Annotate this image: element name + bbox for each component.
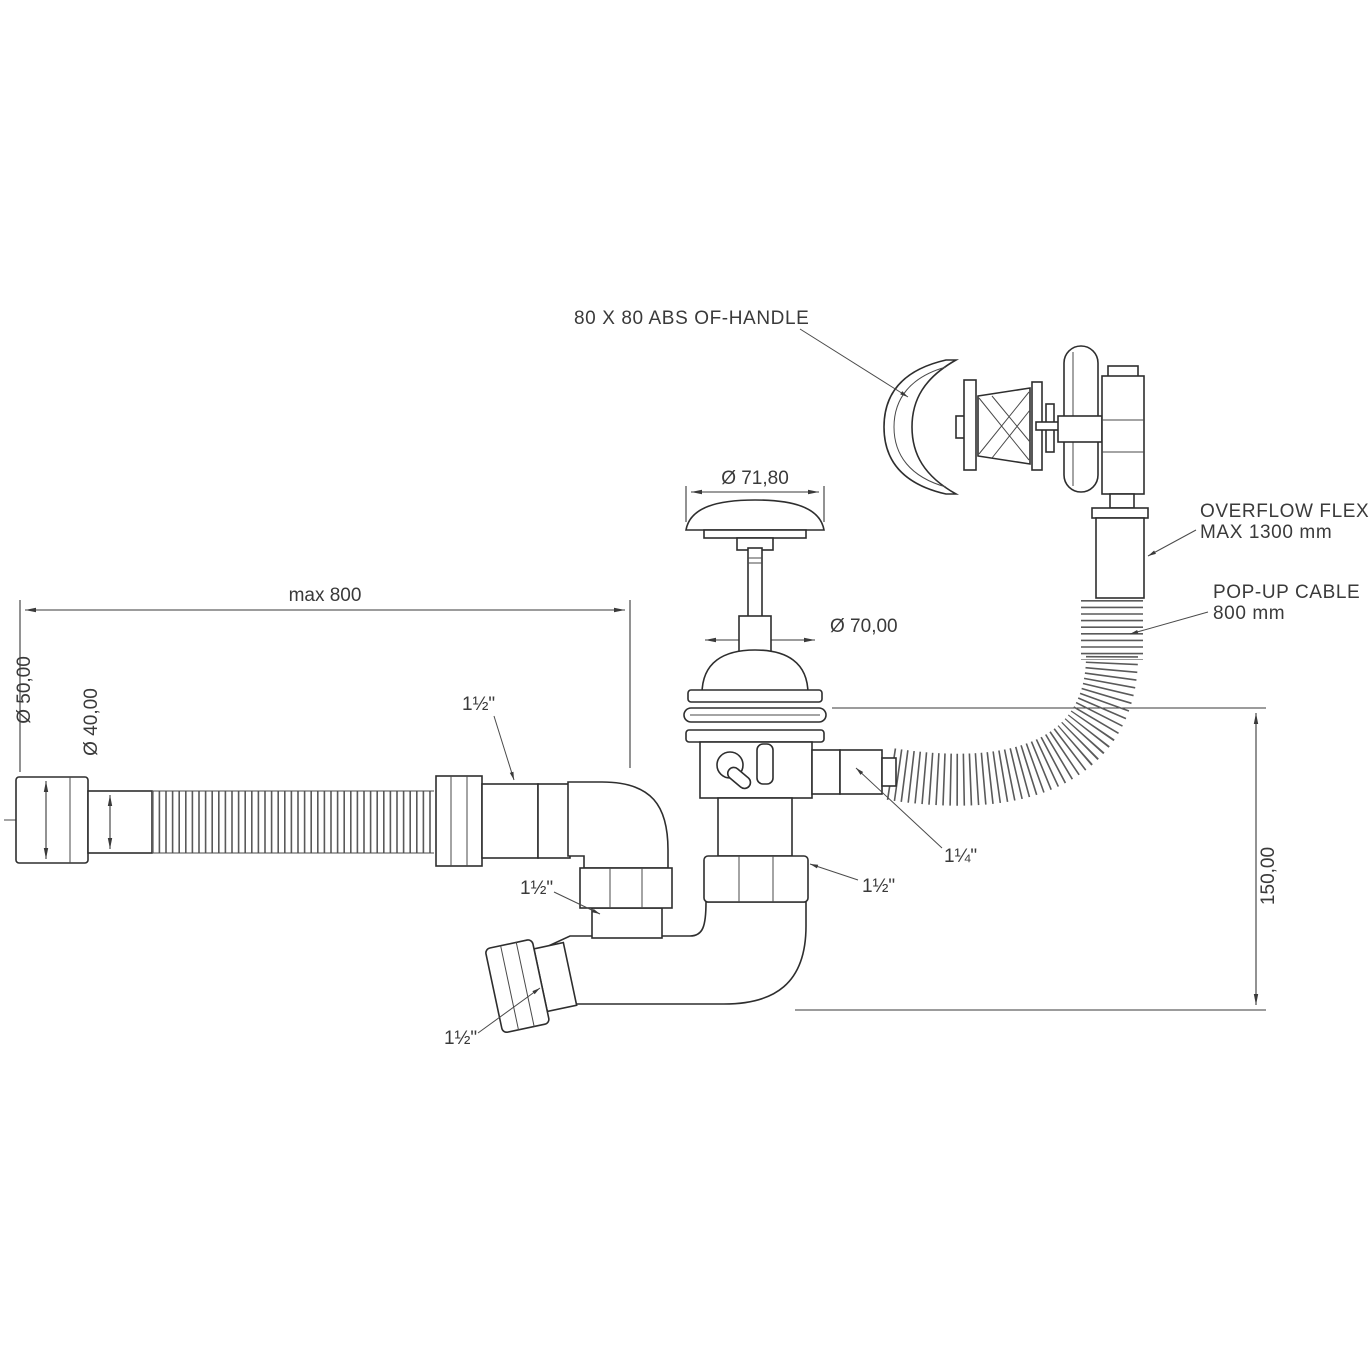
overflow-stub <box>881 757 897 787</box>
thread-labels: 1½" 1½" 1½" 1½" 1¼" <box>444 694 977 1049</box>
popup-cable-leader <box>1129 611 1209 635</box>
overflow-flex-leader <box>1147 529 1197 557</box>
dim-flange-diameter: Ø 70,00 <box>830 616 898 637</box>
outlet-nut <box>485 939 550 1034</box>
overflow-body <box>1101 375 1145 495</box>
dimension-d50: Ø 50,00 <box>14 656 49 859</box>
dim-d40: Ø 40,00 <box>81 688 102 756</box>
popup-cable-callout-line1: POP-UP CABLE <box>1213 582 1360 603</box>
dimension-max-length: max 800 <box>19 585 631 772</box>
popup-plug: Ø 71,80 Ø 70,00 <box>685 468 898 661</box>
bottom-tee-elbow <box>485 867 807 1034</box>
left-outlet <box>485 939 578 1034</box>
callouts: 80 X 80 ABS OF-HANDLE OVERFLOW FLEX: MAX… <box>574 308 1370 635</box>
threaded-adapter <box>481 783 539 859</box>
handle-callout: 80 X 80 ABS OF-HANDLE <box>574 308 809 329</box>
pipe-end-connector <box>15 776 89 864</box>
rosette-hub <box>1057 415 1103 443</box>
dim-max-length: max 800 <box>289 585 362 606</box>
flange-base <box>687 689 823 703</box>
union-nut <box>435 775 483 867</box>
inlet-elbow <box>567 781 669 869</box>
flange-dome <box>701 649 809 695</box>
cap-lip <box>703 529 807 539</box>
handle-leader <box>799 328 909 398</box>
thread-label-side-outlet: 1¼" <box>944 846 977 867</box>
body-top-flange <box>685 729 825 743</box>
dimension-height-150: 150,00 <box>795 707 1279 1011</box>
spring-plate <box>963 379 977 471</box>
overflow-connector <box>1095 517 1145 599</box>
flexible-waste-pipe <box>4 775 669 869</box>
abs-handle-shell <box>883 359 960 495</box>
dim-cap-diameter: Ø 71,80 <box>721 468 789 489</box>
body-bottom-thread <box>717 797 793 857</box>
pipe-neck <box>537 783 571 859</box>
popup-cable-callout-line2: 800 mm <box>1213 603 1285 624</box>
body-shell <box>699 741 813 799</box>
overflow-neck <box>1109 493 1135 509</box>
overflow-flex-callout-line2: MAX 1300 mm <box>1200 522 1332 543</box>
keyhole-tail <box>726 766 752 790</box>
overflow-flex-tube <box>886 600 1143 806</box>
overflow-flex-callout-line1: OVERFLOW FLEX: <box>1200 501 1370 522</box>
dimension-d40: Ø 40,00 <box>81 688 113 849</box>
tee-body <box>543 901 807 1005</box>
thread-label-mid-left: 1½" <box>520 878 553 899</box>
branch-nut <box>579 867 673 909</box>
dim-height-150: 150,00 <box>1258 847 1279 905</box>
thread-label-top-left: 1½" <box>462 694 495 715</box>
connector-flange <box>1091 507 1149 519</box>
pipe-stub <box>87 790 153 854</box>
plug-cap <box>685 499 825 531</box>
body-lock-nut <box>703 855 809 903</box>
thread-label-right: 1½" <box>862 876 895 897</box>
thread-label-bottom: 1½" <box>444 1028 477 1049</box>
branch-thread <box>591 907 663 939</box>
overflow-handle-assembly <box>883 345 1149 599</box>
waste-flange <box>683 649 827 723</box>
side-outlet <box>811 749 841 795</box>
trip-lever <box>756 743 774 785</box>
dim-d50: Ø 50,00 <box>14 656 35 724</box>
drain-body <box>685 729 897 903</box>
spring-cone <box>977 387 1031 465</box>
